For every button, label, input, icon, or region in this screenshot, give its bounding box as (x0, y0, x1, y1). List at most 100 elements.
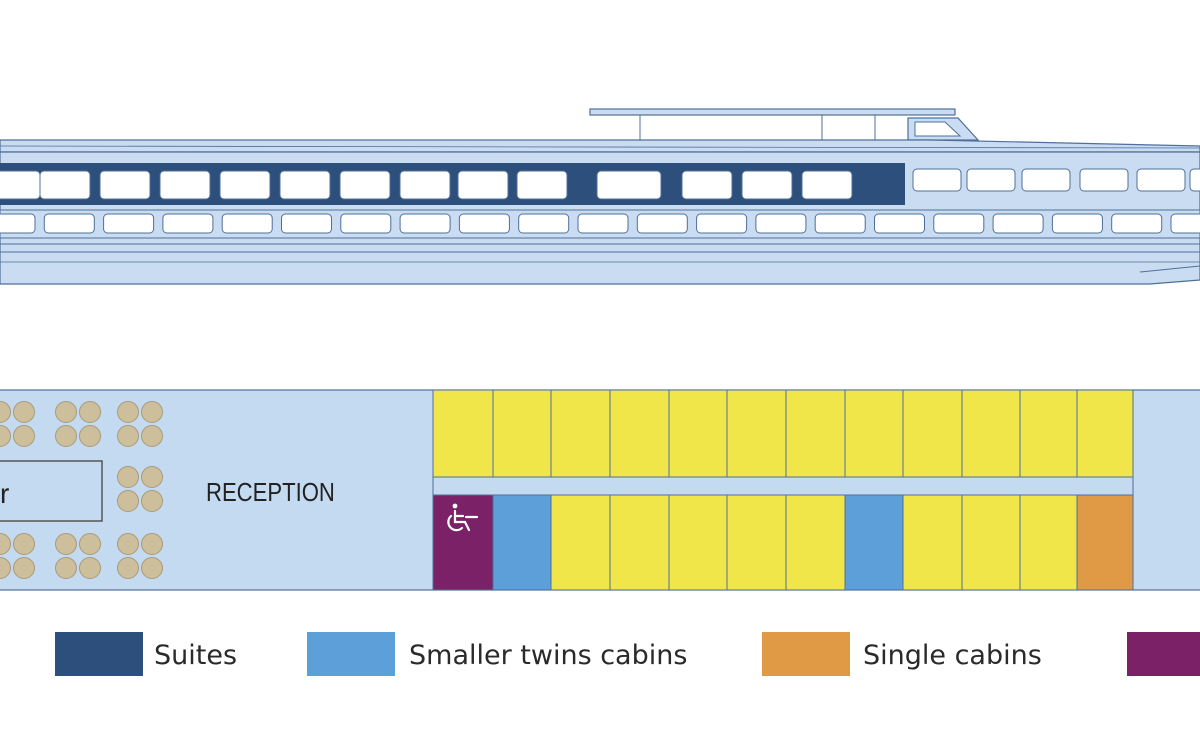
table-seat (55, 401, 77, 423)
cabin-standard (961, 389, 1021, 478)
bar-counter (0, 460, 103, 522)
table-seat (79, 557, 101, 579)
cabin-smaller-twin (492, 494, 552, 591)
cabin-standard (961, 494, 1021, 591)
cabin-standard (668, 494, 728, 591)
deck-plan: r RECEPTION (0, 389, 1200, 591)
table-seat (117, 557, 139, 579)
lower-window (577, 213, 629, 234)
upper-window (99, 170, 151, 200)
table-seat (0, 533, 11, 555)
table-seat (141, 401, 163, 423)
table-seat (141, 533, 163, 555)
cabin-standard (785, 494, 846, 591)
table-seat (141, 490, 163, 512)
sun-deck-canopy (589, 108, 956, 116)
lower-window (814, 213, 866, 234)
table-seat (141, 425, 163, 447)
lower-window (1051, 213, 1103, 234)
upper-window (1079, 168, 1129, 192)
lower-window (340, 213, 392, 234)
upper-window (399, 170, 451, 200)
table-seat (79, 401, 101, 423)
cabin-standard (726, 389, 787, 478)
lower-window (399, 213, 451, 234)
lower-window (162, 213, 214, 234)
cabin-standard (1019, 494, 1078, 591)
cabin-standard (902, 494, 963, 591)
lower-window (281, 213, 332, 234)
table-seat (141, 557, 163, 579)
upper-window (159, 170, 211, 200)
upper-window (1189, 168, 1200, 192)
upper-window (0, 170, 41, 200)
lower-window (874, 213, 925, 234)
cabin-standard (726, 494, 787, 591)
legend-swatch-accessible (1127, 632, 1200, 676)
lower-deck-windows (0, 213, 1200, 234)
upper-window (219, 170, 271, 200)
cabin-standard (1019, 389, 1078, 478)
lower-window (43, 213, 95, 234)
cabin-standard (432, 389, 494, 478)
upper-window (339, 170, 391, 200)
cabin-standard (785, 389, 846, 478)
upper-window (966, 168, 1016, 192)
table-seat (0, 557, 11, 579)
lower-window (1111, 213, 1163, 234)
upper-window (741, 170, 793, 200)
cabin-standard (609, 494, 670, 591)
lower-window (518, 213, 570, 234)
cabin-smaller-twin (844, 494, 904, 591)
legend-label-single: Single cabins (863, 640, 1042, 671)
lower-window (755, 213, 807, 234)
table-seat (141, 466, 163, 488)
cabin-standard (609, 389, 670, 478)
upper-window (1136, 168, 1186, 192)
upper-window (681, 170, 733, 200)
bar-label: r (0, 478, 9, 509)
table-seat (79, 425, 101, 447)
table-seat (13, 425, 35, 447)
lower-window (1170, 213, 1200, 234)
table-seat (79, 533, 101, 555)
table-seat (13, 557, 35, 579)
lower-window (103, 213, 155, 234)
upper-window (39, 170, 91, 200)
upper-window (279, 170, 331, 200)
legend: Suites Smaller twins cabins Single cabin… (55, 632, 1200, 676)
upper-window (912, 168, 962, 192)
table-seat (55, 533, 77, 555)
legend-swatch-single (762, 632, 850, 676)
upper-window (457, 170, 509, 200)
ship-profile (0, 108, 1200, 285)
table-seat (117, 490, 139, 512)
legend-swatch-smaller-twins (307, 632, 395, 676)
cabin-accessible (432, 494, 494, 591)
table-seat (117, 425, 139, 447)
lower-window (221, 213, 273, 234)
cabin-standard (492, 389, 552, 478)
table-seat (0, 425, 11, 447)
cabins-bottom-row (432, 494, 1134, 591)
dining-tables (0, 401, 163, 579)
cabin-standard (668, 389, 728, 478)
reception-label: RECEPTION (206, 478, 335, 507)
legend-swatch-suites (55, 632, 143, 676)
legend-label-suites: Suites (154, 640, 237, 671)
lower-window (458, 213, 510, 234)
upper-window (596, 170, 662, 200)
lower-window (0, 213, 36, 234)
table-seat (117, 533, 139, 555)
table-seat (55, 425, 77, 447)
cabin-standard (550, 389, 611, 478)
cabin-standard (1076, 389, 1134, 478)
table-seat (0, 401, 11, 423)
upper-deck-windows (0, 168, 1200, 200)
lower-window (933, 213, 985, 234)
legend-label-smaller-twins: Smaller twins cabins (409, 640, 687, 671)
cabin-standard (844, 389, 904, 478)
table-seat (55, 557, 77, 579)
wheelchair-icon (447, 503, 479, 532)
cabin-standard (550, 494, 611, 591)
